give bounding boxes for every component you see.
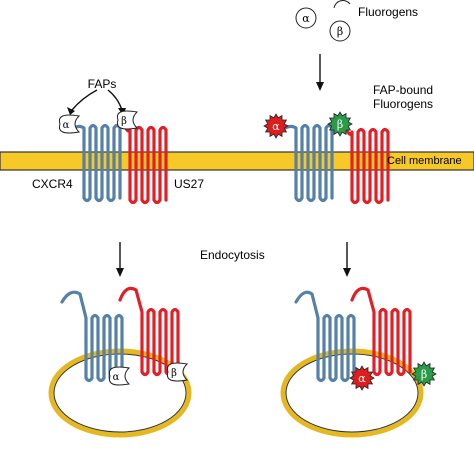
fap-alpha-membrane-symbol: α (63, 120, 70, 131)
bound-fluorogen-alpha-vesicle-symbol: α (358, 372, 366, 385)
bound-fluorogen-alpha-membrane-symbol: α (272, 120, 280, 133)
bound-fluorogen-beta-membrane: β (327, 111, 353, 137)
fap-beta-vesicle: β (166, 362, 189, 382)
cxcr4-receptor-left (70, 123, 122, 203)
cxcr4-receptor-right (280, 123, 334, 203)
free-fluorogens: α β (295, 0, 351, 42)
bound-fluorogen-alpha-vesicle: α (349, 365, 375, 391)
fluorogens-label: Fluorogens (358, 5, 419, 19)
fap-beta-membrane-symbol: β (121, 116, 127, 127)
free-fluorogen-alpha-symbol: α (302, 12, 310, 25)
us27-receptor-left (122, 122, 168, 205)
fap-bound-label-line1: FAP-bound (373, 83, 434, 97)
fap-beta-membrane: β (116, 110, 139, 130)
bound-fluorogen-beta-membrane-symbol: β (337, 118, 343, 131)
cxcr4-receptor-vesicle-right (294, 290, 356, 383)
us27-label: US27 (174, 177, 205, 191)
free-fluorogen-beta (329, 20, 351, 42)
faps-label: FAPs (87, 77, 117, 91)
arrow-faps-left (71, 89, 98, 111)
fap-alpha-vesicle-shape (108, 366, 131, 386)
cxcr4-label: CXCR4 (32, 177, 73, 191)
arrows (71, 54, 348, 270)
bound-fluorogen-alpha-vesicle-burst (349, 365, 375, 391)
bound-fluorogen-alpha-membrane: α (263, 113, 289, 139)
cell-membrane-label: Cell membrane (387, 155, 462, 167)
fap-beta-vesicle-shape (166, 362, 189, 382)
fap-alpha-membrane-shape (58, 114, 81, 134)
bound-fluorogen-beta-vesicle: β (411, 361, 437, 387)
free-fluorogen-partial (333, 0, 351, 9)
bound-fluorogen-beta-vesicle-burst (411, 361, 437, 387)
bound-fluorogen-alpha-membrane-burst (263, 113, 289, 139)
fap-alpha-vesicle: α (108, 366, 131, 386)
fap-beta-vesicle-symbol: β (171, 368, 177, 379)
arrow-faps-right (107, 89, 123, 111)
fap-alpha-membrane: α (58, 114, 81, 134)
bound-fluorogen-beta-membrane-burst (327, 111, 353, 137)
fap-beta-membrane-shape (116, 110, 139, 130)
bound-fluorogen-beta-vesicle-symbol: β (421, 368, 427, 381)
us27-receptor-right (344, 126, 390, 205)
free-fluorogen-alpha (295, 7, 317, 29)
endocytosis-label: Endocytosis (200, 248, 265, 262)
fap-alpha-vesicle-symbol: α (113, 372, 120, 383)
us27-receptor-vesicle-right (350, 286, 412, 377)
fap-bound-label-line2: Fluorogens (373, 97, 434, 111)
free-fluorogen-beta-symbol: β (337, 25, 343, 38)
faps: α β α β α β α β (58, 110, 437, 391)
